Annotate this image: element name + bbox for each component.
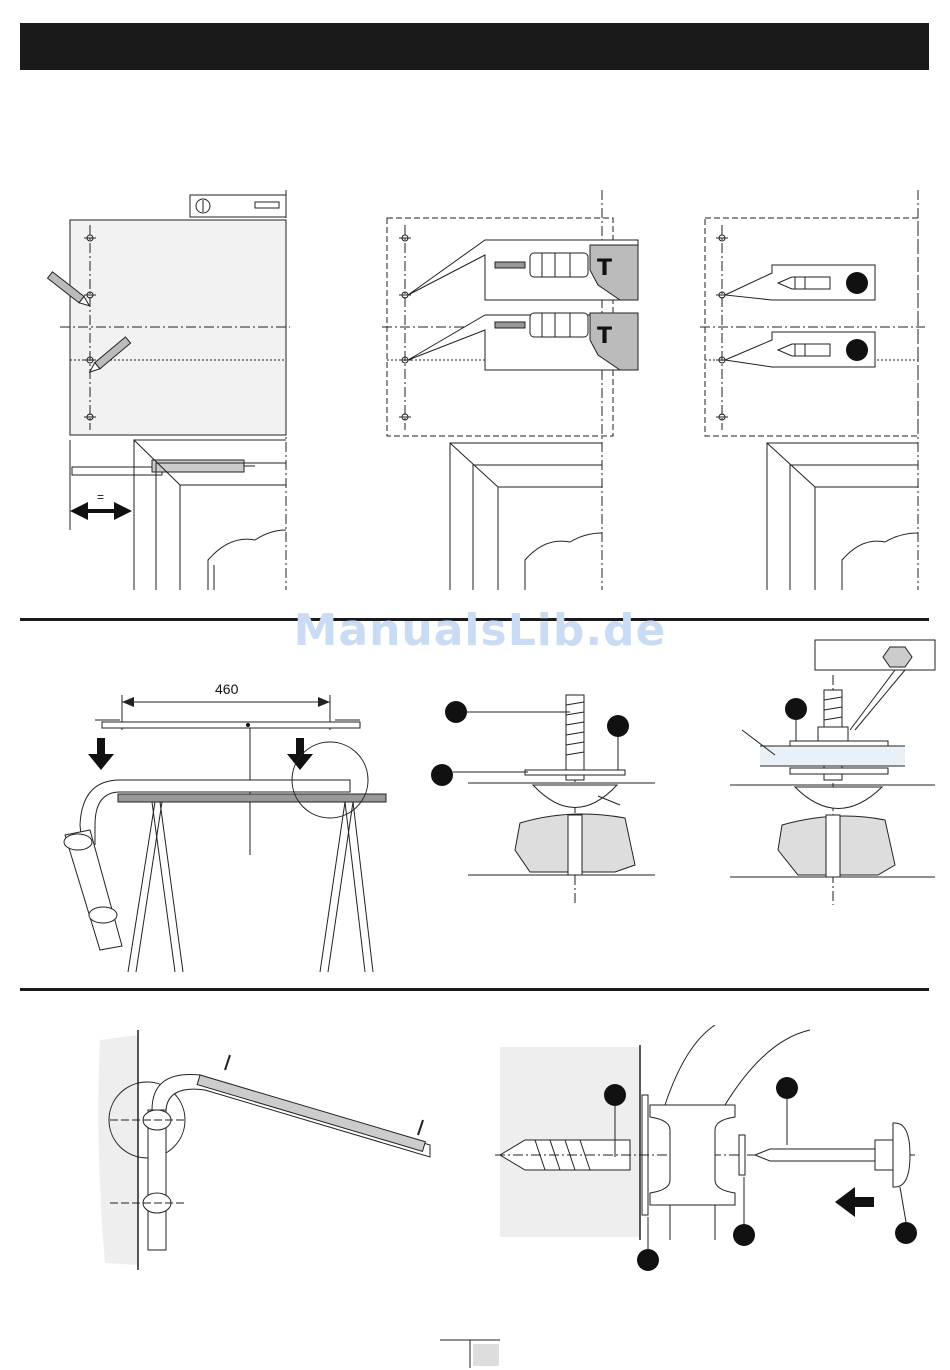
arrow-left-icon	[835, 1187, 874, 1217]
tool-letter-label: T	[597, 324, 612, 349]
section-divider	[20, 618, 929, 621]
page-marker	[440, 1338, 502, 1368]
equal-sign-label: =	[97, 490, 104, 504]
marking-diagram: =	[40, 185, 300, 595]
step3-panel-fixing-detail	[495, 1025, 935, 1275]
trestle-diagram: 460	[40, 670, 400, 980]
section-divider	[20, 988, 929, 991]
plug-insertion-diagram	[700, 185, 940, 595]
step2-panel-stud-detail	[430, 690, 670, 910]
arrow-down-icon	[88, 738, 114, 770]
drilling-diagram: T T	[380, 185, 640, 595]
step1-panel-plugs	[700, 185, 940, 595]
step1-panel-marking: =	[40, 185, 300, 595]
step3-panel-wall-mount	[90, 1025, 450, 1275]
header-bar	[20, 23, 929, 70]
tape-measure-icon	[72, 460, 255, 475]
watermark: ManualsLib.de	[290, 605, 670, 656]
step1-panel-drilling: T T	[380, 185, 640, 595]
fixing-detail-diagram	[495, 1025, 935, 1275]
step2-panel-trestle: 460	[40, 670, 400, 980]
screw-icon	[755, 1123, 910, 1187]
step2-panel-nut-detail	[720, 635, 940, 910]
arrow-down-icon	[287, 738, 313, 770]
page-number-box	[440, 1338, 502, 1368]
screw-icon	[225, 1055, 230, 1070]
hex-nut-icon	[883, 647, 912, 667]
nut-detail-diagram	[720, 635, 940, 910]
stud-detail-diagram	[430, 690, 670, 910]
dimension-label: 460	[215, 681, 239, 697]
spirit-level-icon	[190, 195, 286, 217]
wall-mount-diagram	[90, 1025, 450, 1275]
tool-letter-label: T	[597, 256, 612, 281]
double-arrow-icon	[70, 502, 132, 520]
screw-icon	[418, 1120, 423, 1135]
